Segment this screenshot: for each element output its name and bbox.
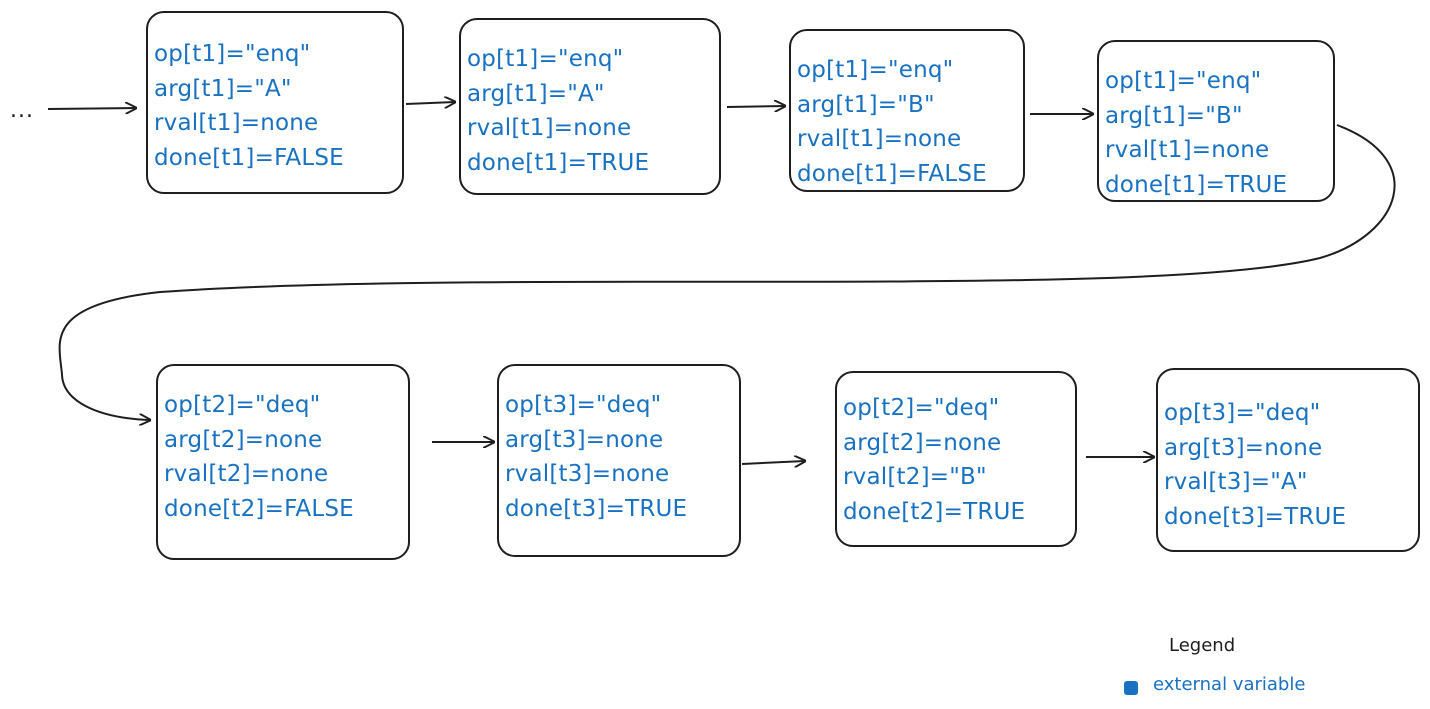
arrow-start-to-state-1	[47, 108, 136, 109]
state-8-arg: arg[t3]=none	[1164, 434, 1323, 461]
state-4-op: op[t1]="enq"	[1105, 68, 1262, 94]
state-7-done: done[t2]=TRUE	[843, 498, 1026, 525]
legend-label-external-variable: external variable	[1153, 674, 1306, 695]
state-box-6: op[t3]="deq" arg[t3]=none rval[t3]=none …	[497, 364, 741, 557]
state-2-done: done[t1]=TRUE	[467, 149, 650, 176]
state-3-arg: arg[t1]="B"	[797, 91, 935, 118]
state-1-done: done[t1]=FALSE	[154, 144, 344, 171]
state-6-rval: rval[t3]=none	[505, 461, 670, 487]
state-3-op: op[t1]="enq"	[797, 57, 954, 83]
state-1-rval: rval[t1]=none	[154, 110, 319, 136]
state-6-op: op[t3]="deq"	[505, 392, 662, 418]
arrow-state-6-to-state-7	[741, 461, 805, 464]
state-7-op: op[t2]="deq"	[843, 395, 1000, 421]
arrow-state-1-to-state-2	[405, 102, 455, 104]
state-box-8: op[t3]="deq" arg[t3]=none rval[t3]="A" d…	[1156, 368, 1420, 552]
state-box-3: op[t1]="enq" arg[t1]="B" rval[t1]=none d…	[789, 29, 1025, 192]
arrow-state-4-to-state-5	[58, 124, 1396, 420]
state-7-rval: rval[t2]="B"	[843, 464, 987, 490]
state-4-arg: arg[t1]="B"	[1105, 102, 1243, 129]
state-3-rval: rval[t1]=none	[797, 126, 962, 152]
state-box-7: op[t2]="deq" arg[t2]=none rval[t2]="B" d…	[835, 371, 1077, 547]
state-5-op: op[t2]="deq"	[164, 392, 321, 418]
state-box-1: op[t1]="enq" arg[t1]="A" rval[t1]=none d…	[146, 11, 404, 194]
state-5-rval: rval[t2]=none	[164, 461, 329, 487]
state-4-rval: rval[t1]=none	[1105, 137, 1270, 163]
state-6-arg: arg[t3]=none	[505, 426, 664, 453]
state-8-rval: rval[t3]="A"	[1164, 469, 1308, 495]
state-8-op: op[t3]="deq"	[1164, 400, 1321, 426]
state-5-arg: arg[t2]=none	[164, 426, 323, 453]
state-8-done: done[t3]=TRUE	[1164, 503, 1347, 530]
state-6-done: done[t3]=TRUE	[505, 495, 688, 522]
state-2-op: op[t1]="enq"	[467, 46, 624, 72]
state-box-5: op[t2]="deq" arg[t2]=none rval[t2]=none …	[156, 364, 410, 560]
legend-swatch-external-variable	[1124, 681, 1138, 695]
start-ellipsis: ...	[10, 98, 34, 123]
state-7-arg: arg[t2]=none	[843, 429, 1002, 456]
state-box-2: op[t1]="enq" arg[t1]="A" rval[t1]=none d…	[459, 18, 721, 195]
state-3-done: done[t1]=FALSE	[797, 160, 987, 187]
state-2-arg: arg[t1]="A"	[467, 80, 605, 107]
state-2-rval: rval[t1]=none	[467, 115, 632, 141]
state-1-op: op[t1]="enq"	[154, 41, 311, 67]
legend-title: Legend	[1169, 635, 1236, 656]
state-box-4: op[t1]="enq" arg[t1]="B" rval[t1]=none d…	[1097, 40, 1335, 202]
arrow-state-2-to-state-3	[726, 106, 785, 107]
state-1-arg: arg[t1]="A"	[154, 75, 292, 102]
state-4-done: done[t1]=TRUE	[1105, 171, 1288, 198]
state-5-done: done[t2]=FALSE	[164, 495, 354, 522]
